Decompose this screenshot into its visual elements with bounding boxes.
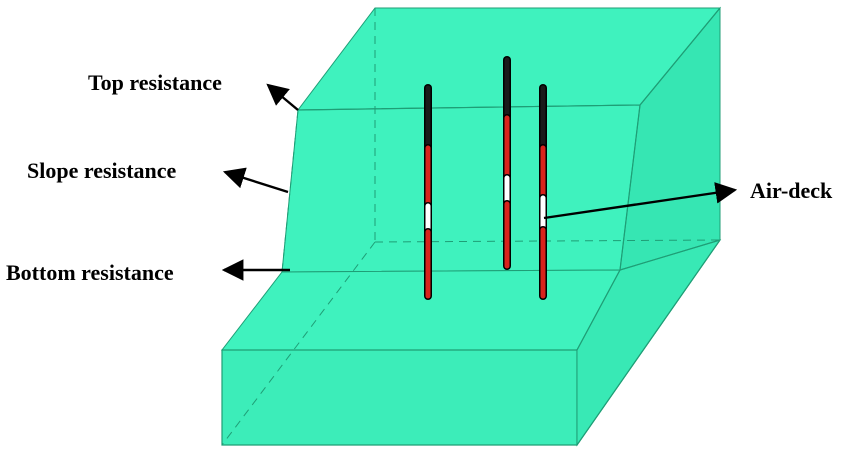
outline-edges [297, 7, 721, 446]
bottom-resistance-label: Bottom resistance [6, 260, 174, 285]
air-deck-arrow [543, 182, 738, 220]
annotation-arrows [221, 83, 738, 281]
slope-block [220, 6, 722, 447]
block-front-face [221, 349, 578, 446]
slope-resistance-label: Slope resistance [27, 158, 177, 183]
boreholes [424, 56, 547, 300]
slope-resistance-arrow [222, 167, 289, 194]
block-lower-top-face [220, 269, 621, 351]
block-slope-face [281, 104, 641, 273]
top-resistance-arrow [266, 83, 299, 111]
hidden-edges [221, 8, 721, 446]
top-resistance-label: Top resistance [88, 70, 222, 95]
air-deck-label: Air-deck [750, 178, 833, 203]
